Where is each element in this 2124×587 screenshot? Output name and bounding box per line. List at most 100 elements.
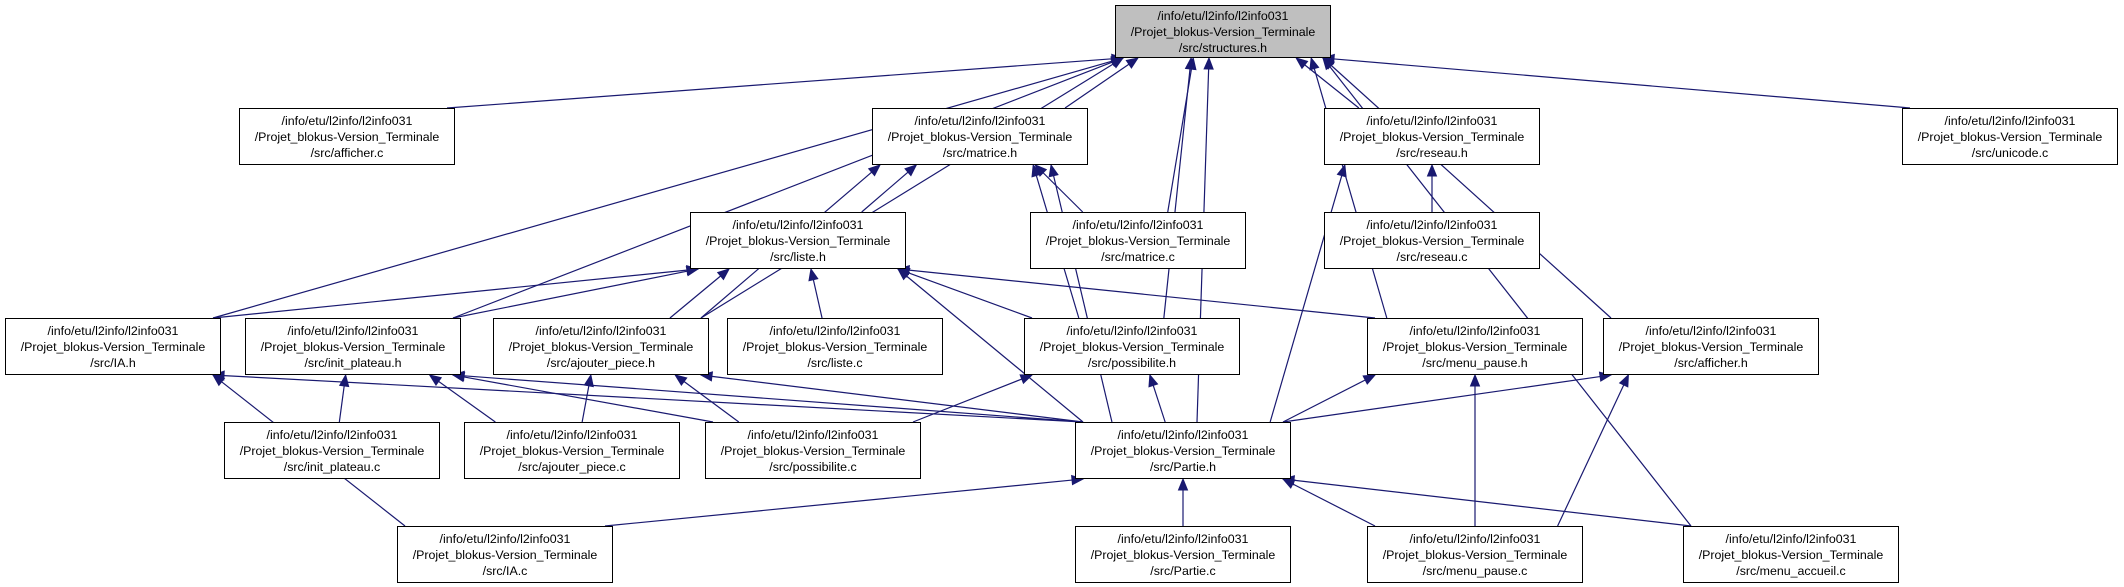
node-afficher-h[interactable]: /info/etu/l2info/l2info031/Projet_blokus… xyxy=(1603,318,1819,375)
node-init-plateau-h[interactable]: /info/etu/l2info/l2info031/Projet_blokus… xyxy=(245,318,461,375)
node-matrice-c[interactable]: /info/etu/l2info/l2info031/Projet_blokus… xyxy=(1030,212,1246,269)
edge-arrowhead xyxy=(1203,56,1214,70)
node-label-line: /Projet_blokus-Version_Terminale xyxy=(1339,129,1525,144)
edge-matrice_h-to-structures_h xyxy=(1064,63,1130,109)
edge-ajouter_piece_h-to-liste_h xyxy=(669,275,721,319)
node-unicode-c[interactable]: /info/etu/l2info/l2info031/Projet_blokus… xyxy=(1902,108,2118,165)
edge-Partie_h-to-possibilite_h xyxy=(1152,385,1166,423)
edge-unicode_c-to-structures_h xyxy=(1333,58,1911,109)
edge-arrowhead xyxy=(1048,163,1059,178)
edge-possibilite_h-to-liste_h xyxy=(908,272,1033,319)
node-label-line: /src/Partie.h xyxy=(1149,459,1217,474)
node-init-plateau-c[interactable]: /info/etu/l2info/l2info031/Projet_blokus… xyxy=(224,422,440,479)
edge-matrice_c-to-matrice_h xyxy=(1042,172,1084,213)
edge-arrowhead xyxy=(1322,56,1335,71)
node-label-line: /info/etu/l2info/l2info031 xyxy=(47,323,179,338)
edge-reseau_h-to-structures_h xyxy=(1304,64,1360,109)
edge-arrowhead xyxy=(428,374,443,386)
edge-arrowhead xyxy=(1426,163,1438,177)
node-matrice-h[interactable]: /info/etu/l2info/l2info031/Projet_blokus… xyxy=(872,108,1088,165)
node-IA-h[interactable]: /info/etu/l2info/l2info031/Projet_blokus… xyxy=(5,318,221,375)
edge-Partie_h-to-menu_pause_h xyxy=(1282,379,1366,423)
edge-afficher_h-to-structures_h xyxy=(1330,64,1612,319)
edge-possibilite_c-to-init_plateau_h xyxy=(463,376,714,423)
edge-arrowhead xyxy=(904,164,918,177)
node-liste-c[interactable]: /info/etu/l2info/l2info031/Projet_blokus… xyxy=(727,318,943,375)
edge-Partie_h-to-init_plateau_h xyxy=(463,375,1084,423)
node-label-line: /src/menu_pause.h xyxy=(1422,355,1528,370)
node-label-line: /src/unicode.c xyxy=(1971,145,2049,160)
edge-liste_h-to-matrice_h xyxy=(861,171,909,213)
node-label-line: /src/afficher.h xyxy=(1674,355,1748,370)
node-label-line: /Projet_blokus-Version_Terminale xyxy=(254,129,440,144)
node-structures-h: /info/etu/l2info/l2info031/Projet_blokus… xyxy=(1115,5,1331,58)
edge-arrowhead xyxy=(716,268,731,281)
node-label-line: /Projet_blokus-Version_Terminale xyxy=(1382,339,1568,354)
node-label-line: /src/possibilite.c xyxy=(769,459,857,474)
node-possibilite-c[interactable]: /info/etu/l2info/l2info031/Projet_blokus… xyxy=(705,422,921,479)
edge-ajouter_piece_h-to-structures_h xyxy=(700,63,1114,319)
node-ajouter-piece-h[interactable]: /info/etu/l2info/l2info031/Projet_blokus… xyxy=(493,318,709,375)
node-menu-pause-c[interactable]: /info/etu/l2info/l2info031/Projet_blokus… xyxy=(1367,526,1583,583)
edge-arrowhead xyxy=(1336,163,1347,178)
node-label-line: /Projet_blokus-Version_Terminale xyxy=(1618,339,1804,354)
node-label-line: /Projet_blokus-Version_Terminale xyxy=(1339,233,1525,248)
node-label-line: /info/etu/l2info/l2info031 xyxy=(732,217,864,232)
node-label-line: /info/etu/l2info/l2info031 xyxy=(1366,113,1498,128)
node-menu-pause-h[interactable]: /info/etu/l2info/l2info031/Projet_blokus… xyxy=(1367,318,1583,375)
node-label-line: /src/ajouter_piece.h xyxy=(546,355,656,370)
node-Partie-h[interactable]: /info/etu/l2info/l2info031/Projet_blokus… xyxy=(1075,422,1291,479)
node-label-line: /src/matrice.c xyxy=(1101,249,1175,264)
edge-possibilite_c-to-possibilite_h xyxy=(912,378,1022,423)
edge-init_plateau_h-to-liste_h xyxy=(452,270,688,319)
node-label-line: /Projet_blokus-Version_Terminale xyxy=(260,339,446,354)
node-label-line: /Projet_blokus-Version_Terminale xyxy=(742,339,928,354)
node-label-line: /Projet_blokus-Version_Terminale xyxy=(705,233,891,248)
edge-IA_h-to-liste_h xyxy=(212,269,688,319)
node-label-line: /info/etu/l2info/l2info031 xyxy=(287,323,419,338)
edge-init_plateau_h-to-structures_h xyxy=(452,61,1113,319)
node-label-line: /src/reseau.h xyxy=(1396,145,1468,160)
node-label-line: /info/etu/l2info/l2info031 xyxy=(535,323,667,338)
node-menu-accueil-c[interactable]: /info/etu/l2info/l2info031/Projet_blokus… xyxy=(1683,526,1899,583)
node-reseau-h[interactable]: /info/etu/l2info/l2info031/Projet_blokus… xyxy=(1324,108,1540,165)
edge-arrowhead xyxy=(1618,373,1629,388)
node-label-line: /src/IA.h xyxy=(90,355,136,370)
node-label-line: /src/IA.c xyxy=(482,563,528,578)
node-label-line: /src/ajouter_piece.c xyxy=(518,459,626,474)
node-possibilite-h[interactable]: /info/etu/l2info/l2info031/Projet_blokus… xyxy=(1024,318,1240,375)
node-label-line: /src/afficher.c xyxy=(310,145,384,160)
edge-ajouter_piece_c-to-ajouter_piece_h xyxy=(581,385,590,423)
node-label-line: /info/etu/l2info/l2info031 xyxy=(1117,427,1249,442)
node-label-line: /src/structures.h xyxy=(1178,40,1268,55)
edge-arrowhead xyxy=(1031,163,1042,178)
node-label-line: /src/liste.c xyxy=(807,355,863,370)
node-label-line: /Projet_blokus-Version_Terminale xyxy=(412,547,598,562)
node-label-line: /info/etu/l2info/l2info031 xyxy=(1366,217,1498,232)
edge-arrowhead xyxy=(1177,477,1189,491)
edge-liste_c-to-liste_h xyxy=(812,279,823,319)
edge-menu_accueil_c-to-Partie_h xyxy=(1293,479,1692,527)
node-ajouter-piece-c[interactable]: /info/etu/l2info/l2info031/Projet_blokus… xyxy=(464,422,680,479)
node-label-line: /info/etu/l2info/l2info031 xyxy=(914,113,1046,128)
node-IA-c[interactable]: /info/etu/l2info/l2info031/Projet_blokus… xyxy=(397,526,613,583)
node-liste-h[interactable]: /info/etu/l2info/l2info031/Projet_blokus… xyxy=(690,212,906,269)
node-label-line: /info/etu/l2info/l2info031 xyxy=(747,427,879,442)
edge-arrowhead xyxy=(867,164,882,177)
node-afficher-c[interactable]: /info/etu/l2info/l2info031/Projet_blokus… xyxy=(239,108,455,165)
node-label-line: /info/etu/l2info/l2info031 xyxy=(1066,323,1198,338)
node-Partie-c[interactable]: /info/etu/l2info/l2info031/Projet_blokus… xyxy=(1075,526,1291,583)
edge-arrowhead xyxy=(808,267,819,282)
node-label-line: /info/etu/l2info/l2info031 xyxy=(1944,113,2076,128)
edge-arrowhead xyxy=(1125,57,1140,69)
edge-arrowhead xyxy=(1148,373,1159,388)
node-reseau-c[interactable]: /info/etu/l2info/l2info031/Projet_blokus… xyxy=(1324,212,1540,269)
edge-menu_pause_c-to-Partie_h xyxy=(1292,483,1376,527)
node-label-line: /info/etu/l2info/l2info031 xyxy=(266,427,398,442)
node-label-line: /src/liste.h xyxy=(770,249,826,264)
node-label-line: /Projet_blokus-Version_Terminale xyxy=(1039,339,1225,354)
edge-arrowhead xyxy=(1309,56,1320,71)
edge-arrowhead xyxy=(338,373,350,388)
